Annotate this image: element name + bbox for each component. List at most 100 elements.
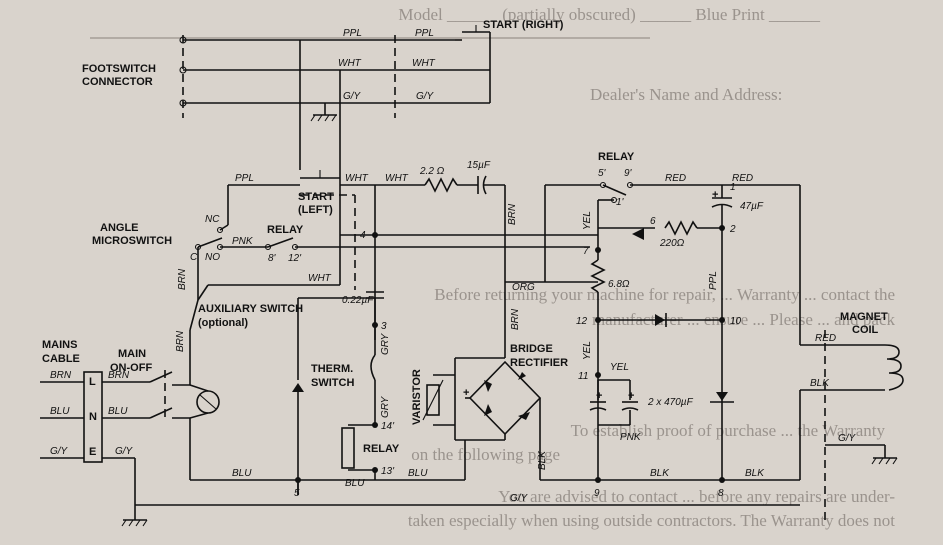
wire-label-brn-3: BRN: [175, 330, 186, 352]
aux-switch-blade: [197, 284, 209, 301]
relay-mid-label: RELAY: [267, 224, 304, 236]
earth-hatch: [135, 519, 141, 527]
micro-blade: [197, 237, 223, 248]
wire-label-pnk-1: PNK: [232, 236, 254, 247]
cap-47-plus: +: [712, 189, 718, 201]
res-2-2-label: 2.2 Ω: [419, 166, 445, 177]
wire-label-brn-5: BRN: [108, 370, 130, 381]
right-section: RELAY 5' 9' 1' RED RED YEL 6 220Ω 2 1 + …: [544, 151, 904, 520]
lamp-lead-a: [189, 384, 209, 392]
earth-hatch: [878, 457, 884, 465]
wire-label-wht-5: WHT: [308, 273, 332, 284]
resistor-2-2-ohm: [424, 177, 458, 193]
varistor-slash: [422, 379, 444, 421]
diode-6: [632, 228, 644, 240]
relay-top-blade: [602, 184, 627, 196]
node-10: 10: [730, 316, 742, 327]
node-9p: 9': [624, 168, 633, 179]
aux-switch-label: AUXILIARY SWITCH: [198, 303, 303, 315]
cap-470-label: 2 x 470µF: [647, 397, 694, 408]
main-on-off-label-1: MAIN: [118, 348, 146, 360]
wire-label-wht-4: WHT: [385, 173, 409, 184]
mains-cable-label-2: CABLE: [42, 353, 80, 365]
wire-label-gy-3: G/Y: [50, 446, 69, 457]
diode-12-10: [655, 314, 665, 326]
bridge-diamond: [468, 360, 542, 436]
start-left-label-1: START: [298, 191, 334, 203]
wire-label-gry-1: GRY: [380, 332, 391, 355]
node-10-dot: [719, 317, 725, 323]
lamp-lead-b: [189, 412, 209, 419]
wire-label-brn-4: BRN: [50, 370, 72, 381]
varistor-label: VARISTOR: [411, 369, 423, 425]
ground-hatch: [310, 114, 316, 122]
wire-label-org: ORG: [512, 282, 535, 293]
node4-section: 4 WHT AUXILIARY SWITCH (optional) BRN 0.…: [175, 185, 598, 495]
ground-hatch: [317, 114, 323, 122]
therm-switch-label-2: SWITCH: [311, 377, 354, 389]
wire-label-red-2: RED: [732, 173, 753, 184]
node-4-dot: [372, 232, 378, 238]
wire-label-blu-1: BLU: [232, 468, 252, 479]
main-on-off-label-2: ON-OFF: [110, 362, 152, 374]
node-5p: 5': [598, 168, 607, 179]
bg-line-advised: You are advised to contact ... before an…: [498, 487, 895, 506]
bg-line-dealer: Dealer's Name and Address:: [590, 85, 782, 104]
wire-label-gy-2: G/Y: [416, 91, 435, 102]
earth-hatch: [128, 519, 134, 527]
relay-top-label: RELAY: [598, 151, 635, 163]
bg-line-proof: To establish proof of purchase ... the W…: [571, 421, 886, 440]
cap-022-label: 0.22µF: [342, 295, 374, 306]
wire-label-yel-1: YEL: [582, 211, 593, 230]
wire-label-ppl-side: PPL: [708, 271, 719, 290]
node-7: 7: [583, 246, 589, 257]
wire-label-ppl-3: PPL: [235, 173, 254, 184]
contact-nc: NC: [205, 214, 220, 225]
bridge-diode-1: [484, 380, 492, 392]
microswitch-section: ANGLE MICROSWITCH NC C NO PNK RELAY 8' 1…: [92, 214, 590, 300]
wire-label-blu-2: BLU: [345, 478, 365, 489]
magnet-coil-label-1: MAGNET: [840, 311, 888, 323]
relay-contact-8p: [264, 243, 272, 251]
node-8: 8: [718, 488, 724, 499]
relay-blade-mid: [267, 237, 294, 248]
relay-contact-5p: [599, 181, 607, 189]
earth-hatch: [892, 457, 898, 465]
diode-right: [716, 392, 728, 401]
wire-label-blk-3: BLK: [537, 450, 548, 470]
bg-line-model: Model ______ (partially obscured) ______…: [398, 5, 820, 24]
wire-label-ppl-2: PPL: [415, 28, 434, 39]
wire-label-yel-3: YEL: [610, 362, 629, 373]
contact-c: C: [190, 252, 198, 263]
start-right-label: START (RIGHT): [483, 19, 564, 31]
wire-label-blk-1: BLK: [650, 468, 670, 479]
node-5: 5: [294, 488, 300, 499]
cap-47-label: 47µF: [740, 201, 764, 212]
micro-contact-nc: [216, 226, 224, 234]
wire-label-blk-2: BLK: [745, 468, 765, 479]
pilot-lamp-cross: [199, 394, 217, 410]
magnet-coil-label-2: COIL: [852, 324, 879, 336]
node-12p: 12': [288, 253, 302, 264]
wire-label-gry-2: GRY: [380, 395, 391, 418]
bridge-diode-4: [518, 412, 530, 420]
footswitch-connector-label-2: CONNECTOR: [82, 76, 153, 88]
bridge-diode-2: [518, 372, 526, 380]
node-12: 12: [576, 316, 588, 327]
wire-label-gy-4: G/Y: [115, 446, 134, 457]
node-4: 4: [360, 230, 366, 241]
cap-470-b-plus: +: [628, 390, 634, 402]
relay-coil-label: RELAY: [363, 443, 400, 455]
terminal-block: [83, 371, 103, 463]
wire-label-pnk-2: PNK: [620, 432, 642, 443]
wire-label-wht-1: WHT: [338, 58, 362, 69]
wire-label-gy-5: G/Y: [510, 493, 529, 504]
wire-label-brn-1: BRN: [507, 203, 518, 225]
node-5-dot: [295, 477, 301, 483]
bg-line-following: on the following page: [411, 445, 560, 464]
micro-nc-wire: [219, 224, 229, 231]
ground-hatch: [331, 114, 337, 122]
magnet-coil-winding: [884, 344, 904, 391]
node-3-dot: [372, 322, 378, 328]
